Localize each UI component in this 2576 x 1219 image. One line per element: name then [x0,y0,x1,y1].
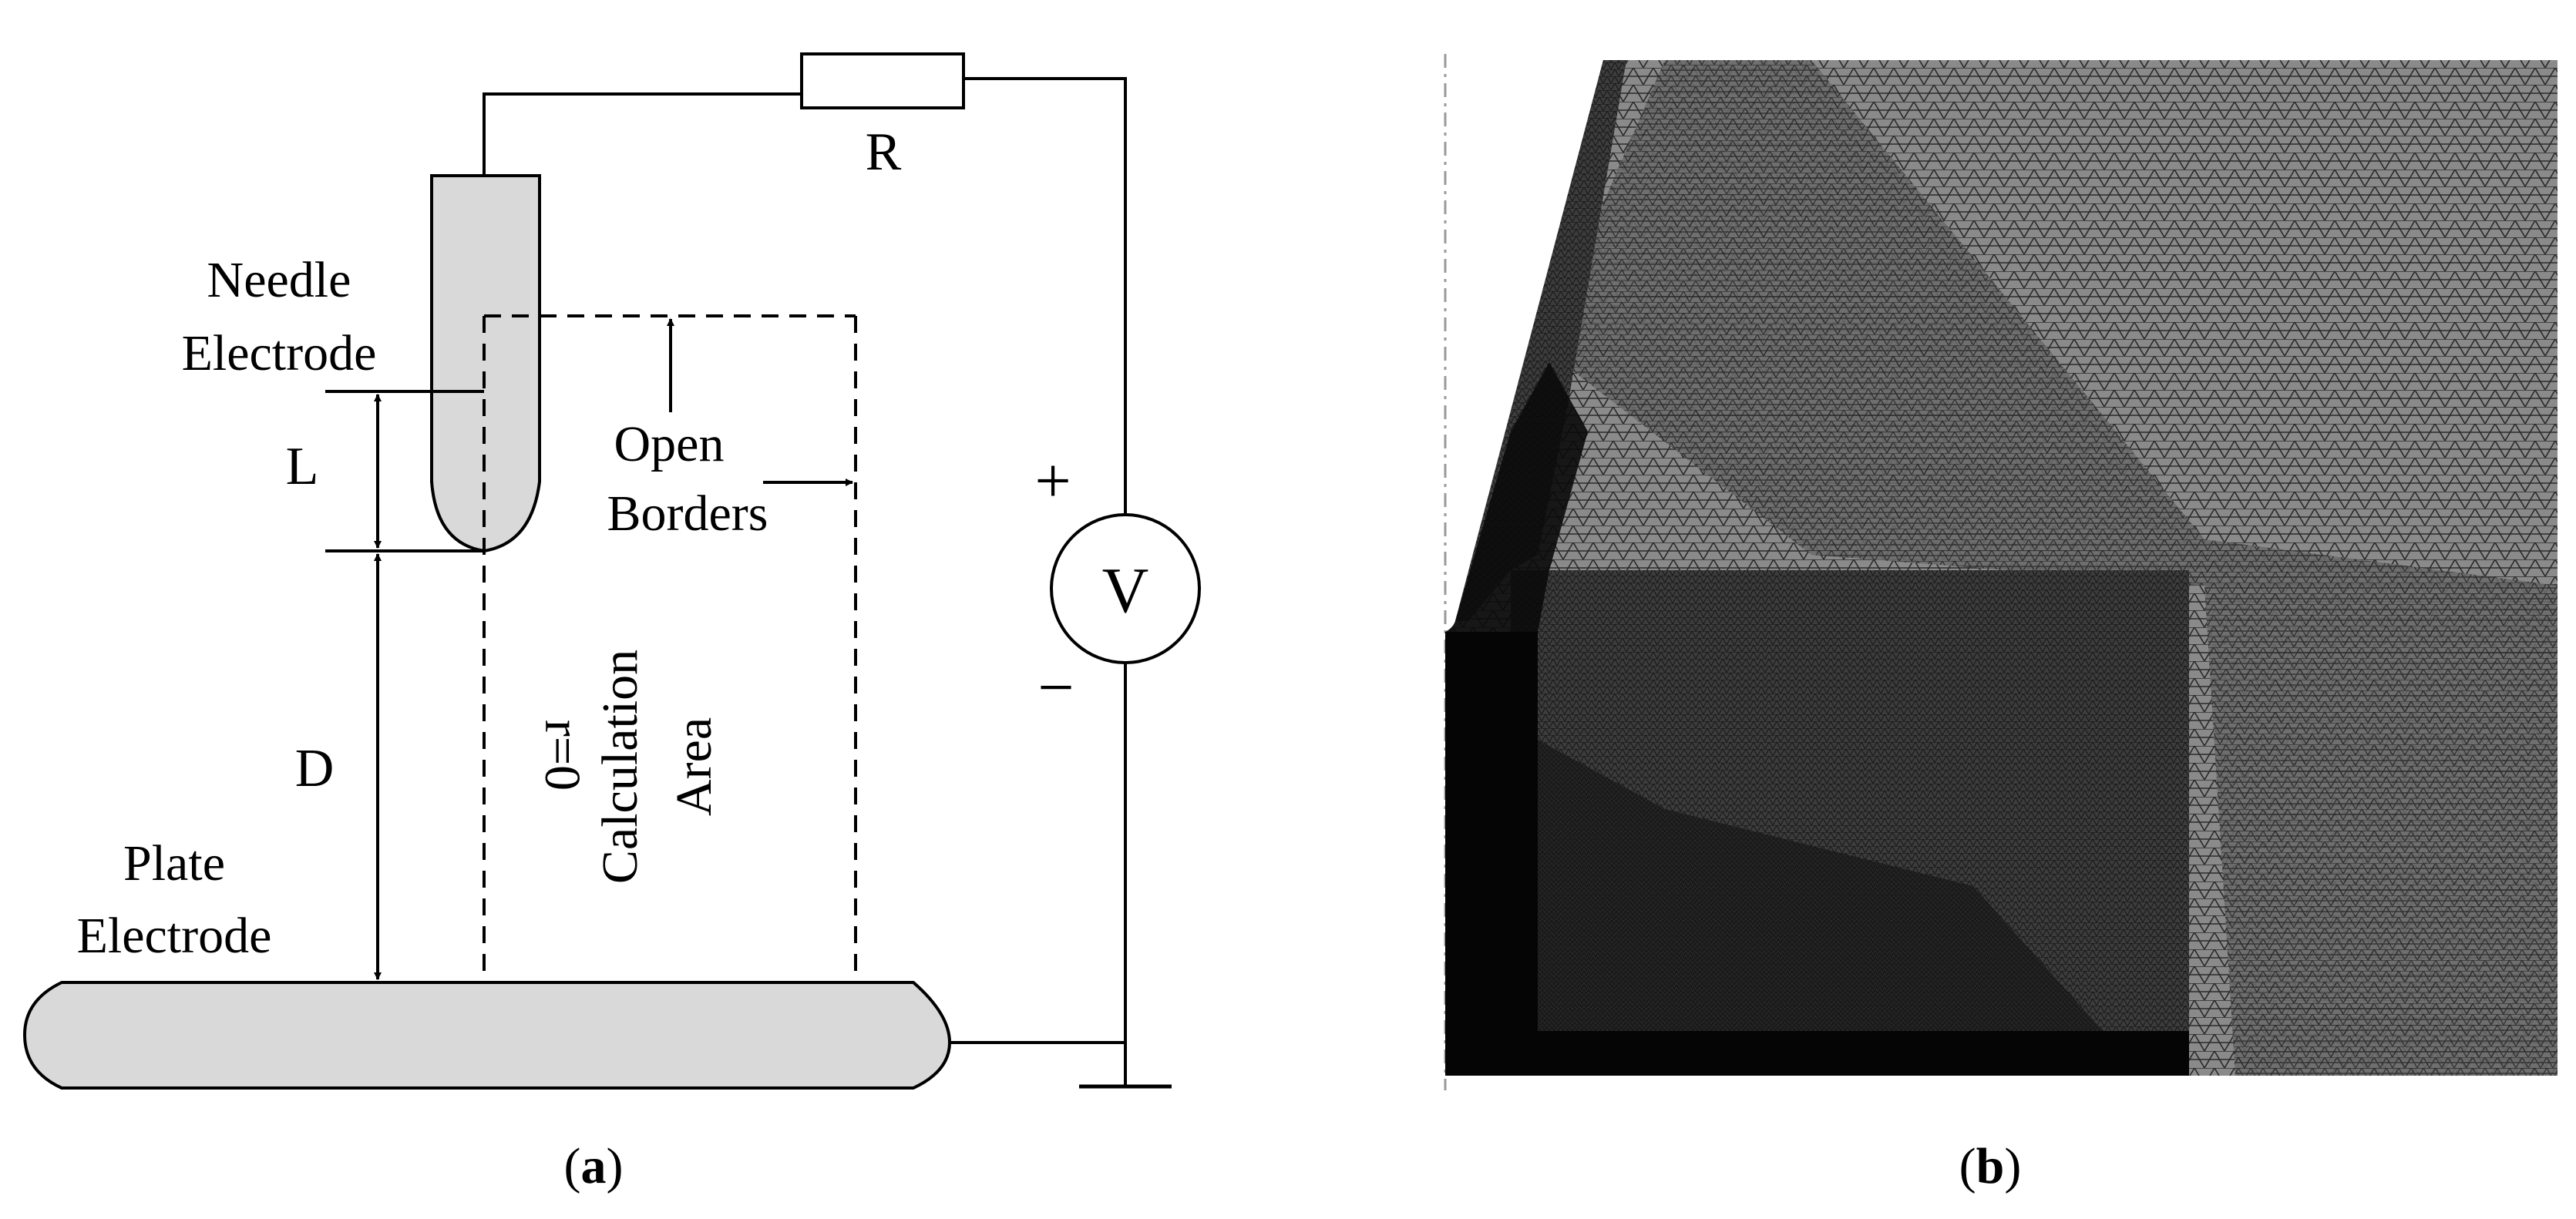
caption-b: (b) [1959,1138,2022,1194]
plate-label-line1: Plate [123,835,225,892]
gap-symbol: L [286,437,319,496]
caption-a: (a) [564,1138,624,1194]
wire-needle-to-resistor [483,92,802,176]
needle-label-line2: Electrode [182,325,377,381]
plate-electrode [22,981,952,1090]
plate-boundary-strip [1538,1031,2189,1076]
circuit-wires [483,77,1127,1086]
mesh-transition-band [1542,60,2558,1076]
calculation-area-border [483,314,857,982]
minus-sign: − [1037,652,1074,724]
needle-label-line1: Needle [207,252,351,308]
resistor [800,52,965,109]
axis-boundary-strip [1445,632,1538,1076]
axis-r0-label: r=0 [534,720,590,791]
fine-mesh-wedge [1538,740,2143,1076]
calc-area-line1: Calculation [592,650,648,884]
distance-symbol: D [295,739,335,798]
panel-b: (b) [1444,54,2558,1194]
open-borders-line1: Open [614,416,725,472]
dimension-markers [325,390,484,980]
open-borders-line2: Borders [607,485,768,542]
needle-tip-dense-zone [1445,362,1588,632]
voltage-source-symbol: V [1102,555,1149,626]
panel-a: R Needle Electrode L D Open Borders r=0 [22,52,1201,1194]
plus-sign: + [1034,445,1071,517]
plate-label-line2: Electrode [77,908,272,964]
voltage-source [1050,513,1201,664]
wire-resistor-to-source [963,77,1127,513]
calc-area-line2: Area [666,717,722,816]
resistor-label: R [866,123,902,182]
